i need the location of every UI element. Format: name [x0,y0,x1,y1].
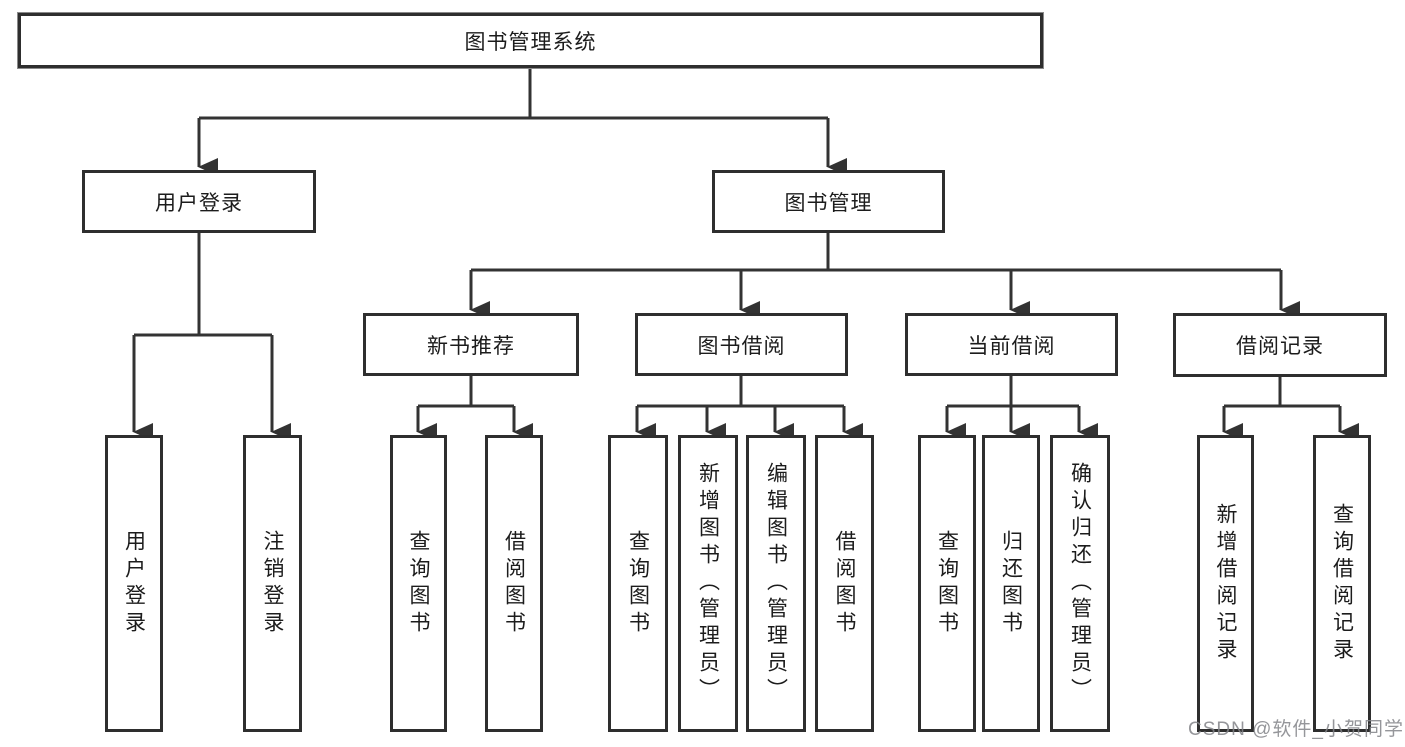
node-current-confirm-return-admin: 确认归还（管理员） [1050,435,1110,732]
node-new-book-recommendation: 新书推荐 [363,313,579,376]
node-book-management: 图书管理 [712,170,945,233]
node-borrowing-records: 借阅记录 [1173,313,1387,377]
node-label: 查询图书 [935,529,959,638]
connector-trunks [134,65,1340,408]
watermark: CSDN @软件_小贺同学 [1188,719,1404,740]
node-borrow-borrow-books: 借阅图书 [815,435,874,732]
node-login-user-login: 用户登录 [105,435,163,732]
node-label: 用户登录 [122,529,146,638]
node-user-login: 用户登录 [82,170,316,233]
node-label: 借阅图书 [833,529,856,638]
node-current-return-books: 归还图书 [982,435,1040,732]
connector-arrows [132,118,1359,441]
node-label: 借阅图书 [502,529,526,638]
node-records-query-borrow-record: 查询借阅记录 [1313,435,1371,732]
node-newrec-borrow-books: 借阅图书 [485,435,543,732]
node-label: 新增借阅记录 [1214,502,1237,665]
node-book-borrowing: 图书借阅 [635,313,848,376]
node-records-add-borrow-record: 新增借阅记录 [1197,435,1254,732]
node-borrow-add-books-admin: 新增图书（管理员） [678,435,738,732]
node-label: 新增图书（管理员） [696,462,720,705]
node-login-logout: 注销登录 [243,435,302,732]
node-borrow-edit-books-admin: 编辑图书（管理员） [746,435,806,732]
node-newrec-query-books: 查询图书 [390,435,447,732]
node-current-query-books: 查询图书 [918,435,976,732]
node-current-borrowing: 当前借阅 [905,313,1118,376]
node-label: 编辑图书（管理员） [764,462,788,705]
node-borrow-query-books: 查询图书 [608,435,668,732]
node-label: 查询借阅记录 [1330,502,1354,665]
node-label: 确认归还（管理员） [1068,462,1092,705]
node-label: 归还图书 [999,529,1023,638]
node-label: 查询图书 [626,529,650,638]
node-label: 查询图书 [407,529,430,638]
node-label: 注销登录 [261,529,284,638]
node-library-management-system: 图书管理系统 [18,13,1043,68]
